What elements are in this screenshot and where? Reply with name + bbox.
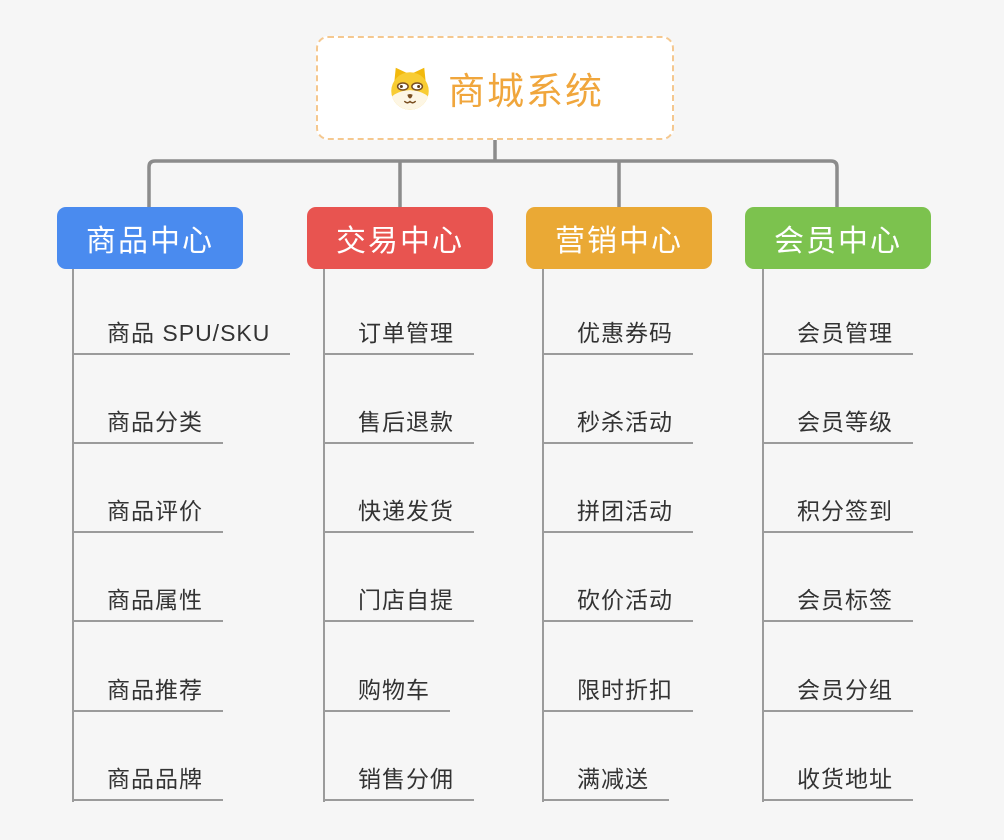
leaf-node-shopping-cart[interactable]: 购物车: [325, 676, 450, 712]
leaf-node-member-tag[interactable]: 会员标签: [764, 586, 913, 622]
leaf-node-express-delivery[interactable]: 快递发货: [325, 497, 474, 533]
leaf-node-order-management[interactable]: 订单管理: [325, 319, 474, 355]
root-node[interactable]: 商城系统: [316, 36, 674, 140]
leaf-node-coupon-code[interactable]: 优惠券码: [544, 319, 693, 355]
root-title: 商城系统: [448, 71, 604, 112]
branch-spine-member-center: 会员管理 会员等级 积分签到 会员标签 会员分组 收货地址: [762, 269, 913, 802]
leaf-node-group-buy[interactable]: 拼团活动: [544, 497, 693, 533]
leaf-node-product-attribute[interactable]: 商品属性: [74, 586, 223, 622]
leaf-node-product-brand[interactable]: 商品品牌: [74, 765, 223, 801]
leaf-node-product-review[interactable]: 商品评价: [74, 497, 223, 533]
branch-spine-trade-center: 订单管理 售后退款 快递发货 门店自提 购物车 销售分佣: [323, 269, 474, 802]
leaf-node-member-level[interactable]: 会员等级: [764, 408, 913, 444]
branch-header-marketing-center[interactable]: 营销中心: [526, 207, 712, 269]
branch-header-member-center[interactable]: 会员中心: [745, 207, 931, 269]
leaf-node-product-spu-sku[interactable]: 商品 SPU/SKU: [74, 319, 291, 355]
leaf-node-points-checkin[interactable]: 积分签到: [764, 497, 913, 533]
leaf-node-bargain-activity[interactable]: 砍价活动: [544, 586, 693, 622]
leaf-node-product-category[interactable]: 商品分类: [74, 408, 223, 444]
leaf-node-full-reduction[interactable]: 满减送: [544, 765, 669, 801]
branch-header-trade-center[interactable]: 交易中心: [307, 207, 493, 269]
leaf-node-aftersale-refund[interactable]: 售后退款: [325, 408, 474, 444]
branch-spine-marketing-center: 优惠券码 秒杀活动 拼团活动 砍价活动 限时折扣 满减送: [542, 269, 693, 802]
dog-icon: [386, 64, 434, 112]
leaf-node-product-recommend[interactable]: 商品推荐: [74, 676, 223, 712]
branch-header-product-center[interactable]: 商品中心: [57, 207, 243, 269]
leaf-node-store-pickup[interactable]: 门店自提: [325, 586, 474, 622]
branch-spine-product-center: 商品 SPU/SKU 商品分类 商品评价 商品属性 商品推荐 商品品牌: [72, 269, 291, 802]
leaf-node-member-group[interactable]: 会员分组: [764, 676, 913, 712]
leaf-node-flash-sale[interactable]: 秒杀活动: [544, 408, 693, 444]
leaf-node-member-management[interactable]: 会员管理: [764, 319, 913, 355]
leaf-node-shipping-address[interactable]: 收货地址: [764, 765, 913, 801]
leaf-node-sales-commission[interactable]: 销售分佣: [325, 765, 474, 801]
leaf-node-limited-time-discount[interactable]: 限时折扣: [544, 676, 693, 712]
